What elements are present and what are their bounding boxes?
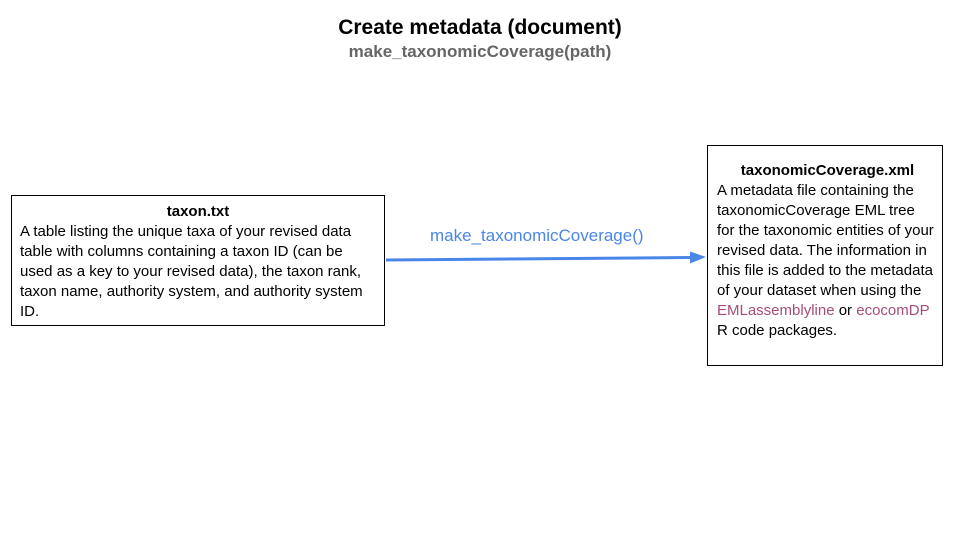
output-description-end: R code packages. [717,322,838,339]
output-description-text: A metadata file containing the taxonomic… [717,182,934,299]
arrow-head [690,251,706,264]
output-description-connector: or [834,302,857,319]
arrow-line [385,256,691,262]
output-file-title: taxonomicCoverage.xml [740,162,915,179]
output-file-box: taxonomicCoverage.xml A metadata file co… [707,145,943,366]
output-file-description: A metadata file containing the taxonomic… [717,181,934,341]
slide-title: Create metadata (document) [338,16,622,39]
input-file-box: taxon.txt A table listing the unique tax… [11,195,385,326]
input-file-description: A table listing the unique taxa of your … [20,223,363,320]
process-function-label: make_taxonomicCoverage() [430,226,644,245]
ecocomdp-link[interactable]: ecocomDP [856,302,930,319]
input-file-title: taxon.txt [166,203,230,220]
emlassemblyline-link[interactable]: EMLassemblyline [717,302,835,319]
slide-subtitle: make_taxonomicCoverage(path) [348,42,612,61]
